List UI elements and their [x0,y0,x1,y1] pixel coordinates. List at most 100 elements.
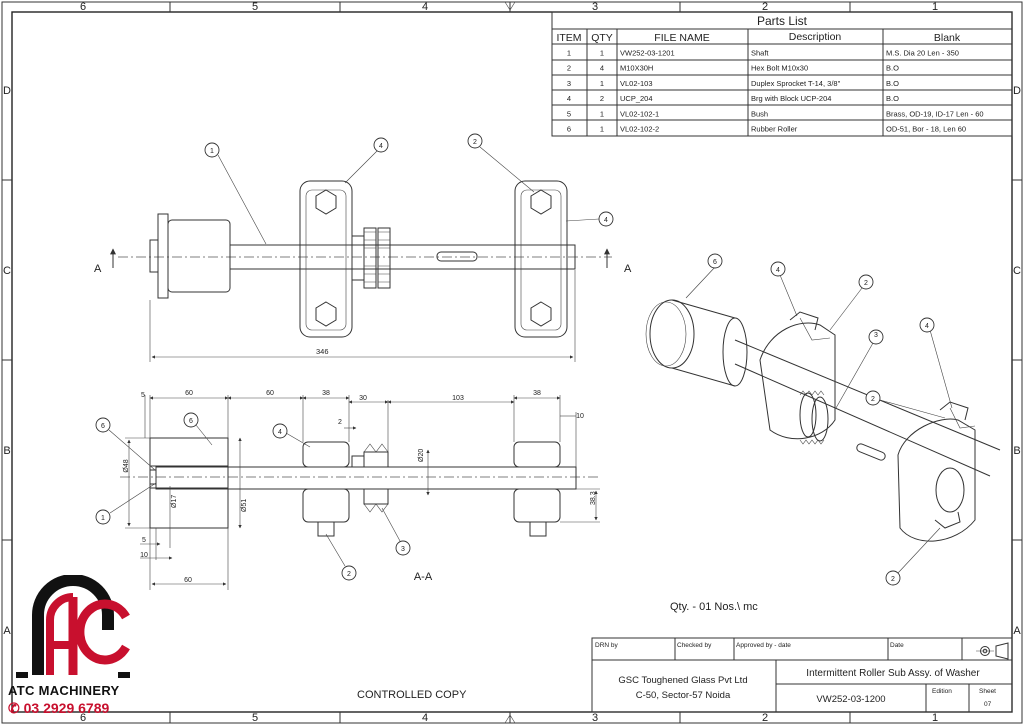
dim-10: 10 [576,413,584,420]
table-cell: 1 [600,125,604,134]
zone-bottom: 2 [762,712,768,724]
table-cell: VW252-03-1201 [620,49,675,58]
table-cell: 2 [600,94,604,103]
table-cell: 1 [600,49,604,58]
dim-2: 2 [338,419,342,426]
sec-balloon-1: 1 [101,515,105,522]
dim-60a: 60 [185,390,193,397]
zone-bottom: 1 [932,712,938,724]
zone-side: C [3,265,11,277]
header-description: Description [789,31,842,43]
sheet-value: 07 [984,701,992,708]
quantity-note: Qty. - 01 Nos.\ mc [670,601,758,613]
drn-by-label: DRN by [595,642,619,649]
table-cell: UCP_204 [620,94,653,103]
dim-dia17: Ø17 [171,495,178,508]
dim-38b: 38 [533,390,541,397]
table-cell: 2 [567,64,571,73]
sec-balloon-6b: 6 [189,418,193,425]
zone-bottom: 3 [592,712,598,724]
table-cell: Brg with Block UCP-204 [751,94,831,103]
dim-bottom-60: 60 [184,577,192,584]
table-cell: 1 [600,109,604,118]
table-cell: 1 [600,79,604,88]
plan-balloon-4b: 4 [604,217,608,224]
zone-side: B [1013,445,1020,457]
dim-38a: 38 [322,390,330,397]
table-cell: M.S. Dia 20 Len - 350 [886,49,959,58]
table-cell: Rubber Roller [751,125,798,134]
zone-top: 1 [932,1,938,13]
zone-top: 3 [592,1,598,13]
header-item: ITEM [556,32,581,44]
dim-30: 30 [359,395,367,402]
table-cell: 4 [600,64,604,73]
table-cell: VL02-102-1 [620,109,659,118]
checked-by-label: Checked by [677,642,712,649]
controlled-copy: CONTROLLED COPY [357,689,467,701]
table-cell: B.O [886,94,899,103]
table-cell: Brass, OD-19, ID-17 Len - 60 [886,109,984,118]
dim-60b: 60 [266,390,274,397]
title-block: DRN by Checked by Approved by - date Dat… [591,637,1013,713]
plan-view: A A 346 1 4 2 [94,133,632,362]
table-row: 5 1 VL02-102-1 Bush Brass, OD-19, ID-17 Len … [567,109,984,118]
zone-bottom: 4 [422,712,428,724]
header-blank: Blank [934,32,961,44]
table-cell: Duplex Sprocket T-14, 3/8" [751,79,841,88]
table-cell: 5 [567,109,571,118]
dim-bottom-5: 5 [142,537,146,544]
iso-balloon-6: 6 [713,259,717,266]
zone-bottom: 5 [252,712,258,724]
header-qty: QTY [591,32,613,44]
approved-by-label: Approved by - date [736,642,791,649]
zone-side: D [3,85,11,97]
zone-top: 6 [80,1,86,13]
drawing-number: VW252-03-1200 [816,694,885,705]
zone-side: A [3,625,11,637]
dim-103: 103 [452,395,464,402]
company-line-2: C-50, Sector-57 Noida [636,690,731,701]
dim-dia51: Ø51 [241,499,248,512]
zone-side: C [1013,265,1021,277]
iso-balloon-3: 3 [874,332,878,339]
zone-side: D [1013,85,1021,97]
zone-side: A [1013,625,1021,637]
table-cell: Hex Bolt M10x30 [751,64,808,73]
header-file-name: FILE NAME [654,32,709,44]
table-cell: M10X30H [620,64,653,73]
iso-balloon-4b: 4 [925,323,929,330]
dim-38-3: 38.3 [590,491,597,505]
section-label: A-A [414,571,433,583]
zone-bottom: 6 [80,712,86,724]
phone-icon: ✆ [8,700,20,716]
sec-balloon-4: 4 [278,429,282,436]
logo-phone: ✆ 03 2929 6789 [8,700,109,717]
table-cell: Bush [751,109,768,118]
section-view: 5 60 60 38 30 103 38 10 2 Ø48 Ø17 Ø51 Ø2… [95,390,600,590]
section-mark-left: A [94,263,102,275]
section-mark-right: A [624,263,632,275]
dim-bottom-10: 10 [140,552,148,559]
parts-list: Parts List ITEM QTY FILE NAME Descriptio… [551,11,1013,137]
zone-top: 2 [762,1,768,13]
dim-dia48: Ø48 [123,459,130,472]
logo-phone-number: 03 2929 6789 [23,700,110,716]
iso-balloon-2a: 2 [864,280,868,287]
table-cell: 3 [567,79,571,88]
atc-logo [8,574,138,723]
table-cell: OD-51, Bor - 18, Len 60 [886,125,966,134]
logo-company-name: ATC MACHINERY [8,683,120,698]
sec-balloon-2: 2 [347,571,351,578]
sheet-label: Sheet [979,688,996,695]
zone-top: 5 [252,1,258,13]
table-cell: B.O [886,64,899,73]
edition-label: Edition [932,688,952,695]
iso-balloon-4a: 4 [776,267,780,274]
overall-length-dim: 346 [316,347,329,356]
plan-balloon-1: 1 [210,148,214,155]
